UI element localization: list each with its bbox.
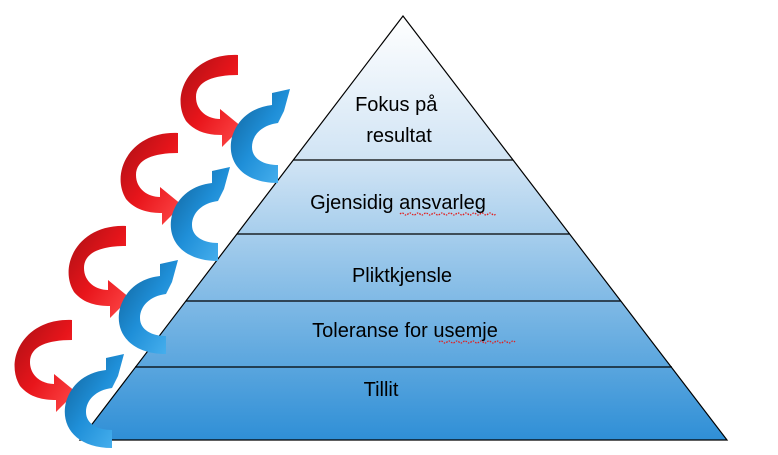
red-curved-arrow (14, 319, 76, 412)
tier-label-fokus: Fokus på resultat (355, 94, 443, 147)
tier-dividers (135, 159, 672, 368)
tier-label-line: Fokus på (355, 94, 438, 116)
tier-label-line: resultat (366, 125, 432, 147)
tier-label-gjensidig: Gjensidig ansvarleg (310, 192, 486, 214)
blue-curved-arrow (170, 167, 230, 261)
blue-curved-arrow (64, 354, 124, 448)
pyramid-shape (78, 15, 729, 441)
spellcheck-underline (438, 340, 516, 344)
red-curved-arrow (120, 132, 182, 225)
curved-arrows (14, 54, 290, 448)
spellcheck-underline (399, 212, 497, 216)
tier-label-pliktkjensle: Pliktkjensle (352, 265, 452, 287)
blue-curved-arrow (230, 89, 290, 183)
red-curved-arrow (180, 54, 242, 148)
tier-label-toleranse: Toleranse for usemje (312, 320, 498, 342)
red-curved-arrow (68, 225, 130, 318)
blue-curved-arrow (118, 260, 178, 354)
tier-label-tillit: Tillit (364, 379, 399, 401)
